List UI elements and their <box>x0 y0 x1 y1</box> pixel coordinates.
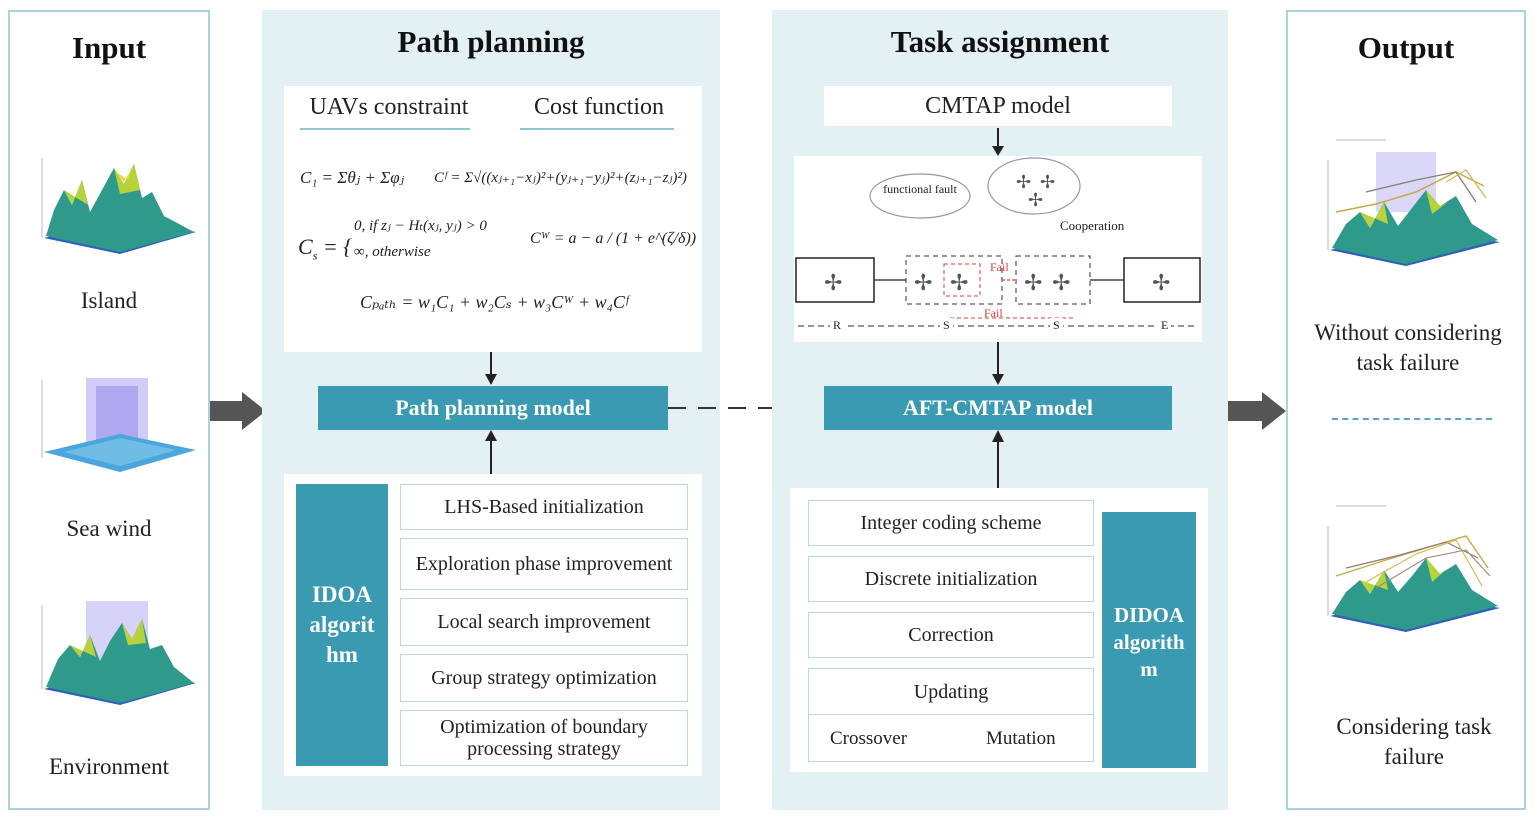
step-lhs-initialization: LHS-Based initialization <box>400 484 688 530</box>
step-updating: Updating <box>808 668 1094 762</box>
arrow-scheme-to-model <box>990 342 1006 391</box>
substep-mutation: Mutation <box>986 728 1056 749</box>
island-terrain-plot <box>24 150 200 260</box>
tab-uavs-constraint-underline <box>300 128 470 130</box>
trajectory-plot-with-failure <box>1306 498 1506 648</box>
formula-c1: C₁ = Σθⱼ + Σφⱼ <box>300 168 405 187</box>
substep-crossover: Crossover <box>830 728 908 749</box>
step-exploration-phase: Exploration phase improvement <box>400 538 688 590</box>
arrow-didoa-to-model <box>990 430 1006 493</box>
tab-cost-function-underline <box>520 128 674 130</box>
updating-divider <box>808 714 1094 715</box>
functional-fault-label: functional fault <box>883 182 957 196</box>
cost-formula-panel: UAVs constraint Cost function C₁ = Σθⱼ +… <box>284 86 702 352</box>
svg-text:✢: ✢ <box>1024 270 1042 295</box>
trajectory-plot-without-failure <box>1306 132 1506 282</box>
step-local-search: Local search improvement <box>400 598 688 646</box>
path-planning-title: Path planning <box>397 24 585 59</box>
stage-label-s1: S <box>940 318 953 333</box>
input-item-environment: Environment <box>48 754 170 779</box>
output-title: Output <box>1357 30 1455 65</box>
didoa-panel: Integer coding scheme Discrete initializ… <box>790 488 1208 772</box>
arrow-algorithm-to-model <box>483 430 499 479</box>
task-assignment-column: Task assignment CMTAP model ✢✢✢ ✢ ✢ ✢ ✢ … <box>772 10 1228 810</box>
input-title: Input <box>71 30 147 65</box>
svg-text:✢: ✢ <box>914 270 932 295</box>
path-planning-model-box: Path planning model <box>318 386 668 430</box>
scheme-graphic: ✢✢✢ ✢ ✢ ✢ ✢ ✢ ✢ <box>795 157 1201 327</box>
cmtap-model-box: CMTAP model <box>824 86 1172 126</box>
formula-cw: Cᵂ = a − a / (1 + e^(ζ/δ)) <box>530 230 697 247</box>
sea-wind-plot <box>24 372 200 482</box>
aft-cmtap-model-box: AFT-CMTAP model <box>824 386 1172 430</box>
arrow-formula-to-model <box>483 352 499 391</box>
cooperation-label: Cooperation <box>1060 218 1125 233</box>
input-item-sea-wind: Sea wind <box>66 516 152 541</box>
output-item-without-failure: Without considering task failure <box>1314 320 1502 375</box>
step-correction: Correction <box>808 612 1094 658</box>
idoa-panel: IDOA algorit hm LHS-Based initialization… <box>284 474 702 776</box>
didoa-algorithm-label: DIDOA algorith m <box>1102 512 1196 768</box>
stage-label-e: E <box>1158 318 1172 333</box>
fail-label-bottom: Fail <box>984 306 1003 320</box>
output-column: Output Without considering task failure <box>1286 10 1526 810</box>
input-item-island: Island <box>80 288 138 313</box>
output-separator <box>1332 418 1492 420</box>
tab-cost-function: Cost function <box>534 94 664 120</box>
tab-uavs-constraint: UAVs constraint <box>309 94 469 120</box>
formula-cs-prefix: Cs = { <box>298 234 353 263</box>
svg-text:✢: ✢ <box>1052 270 1070 295</box>
input-column: Input Island Sea wind Environment <box>8 10 210 810</box>
output-item-with-failure: Considering task failure <box>1336 714 1492 769</box>
step-updating-label: Updating <box>913 681 989 703</box>
path-planning-column: Path planning UAVs constraint Cost funct… <box>262 10 720 810</box>
step-integer-coding: Integer coding scheme <box>808 500 1094 546</box>
idoa-algorithm-label: IDOA algorit hm <box>296 484 388 766</box>
formula-cf: Cᶠ = Σ√((xⱼ₊₁−xⱼ)²+(yⱼ₊₁−yⱼ)²+(zⱼ₊₁−zⱼ)²… <box>434 170 687 186</box>
svg-text:✢: ✢ <box>1040 172 1055 192</box>
svg-text:✢: ✢ <box>1152 270 1170 295</box>
svg-text:✢: ✢ <box>824 270 842 295</box>
step-discrete-initialization: Discrete initialization <box>808 556 1094 602</box>
stage-label-r: R <box>830 318 845 333</box>
arrow-cmtap-to-scheme <box>990 128 1006 163</box>
formula-cs-case1: 0, if zⱼ − Hₜ(xⱼ, yⱼ) > 0 <box>354 218 487 234</box>
arrow-task-to-output <box>1226 390 1288 437</box>
svg-text:✢: ✢ <box>1016 172 1031 192</box>
fail-label-top: Fail <box>990 260 1009 274</box>
formula-cs-case2: ∞, otherwise <box>354 244 431 260</box>
arrow-input-to-path <box>208 390 268 437</box>
environment-plot <box>24 597 200 712</box>
step-group-strategy: Group strategy optimization <box>400 654 688 702</box>
formula-cpath: Cₚₐₜₕ = w₁C₁ + w₂Cₛ + w₃Cᵂ + w₄Cᶠ <box>360 292 629 312</box>
svg-text:✢: ✢ <box>1028 190 1043 210</box>
svg-text:✢: ✢ <box>950 270 968 295</box>
uav-failure-scheme: ✢✢✢ ✢ ✢ ✢ ✢ ✢ ✢ functional fault Coopera… <box>794 156 1202 342</box>
step-boundary-processing: Optimization of boundary processing stra… <box>400 710 688 766</box>
task-assignment-title: Task assignment <box>890 24 1110 59</box>
stage-label-s2: S <box>1050 318 1063 333</box>
